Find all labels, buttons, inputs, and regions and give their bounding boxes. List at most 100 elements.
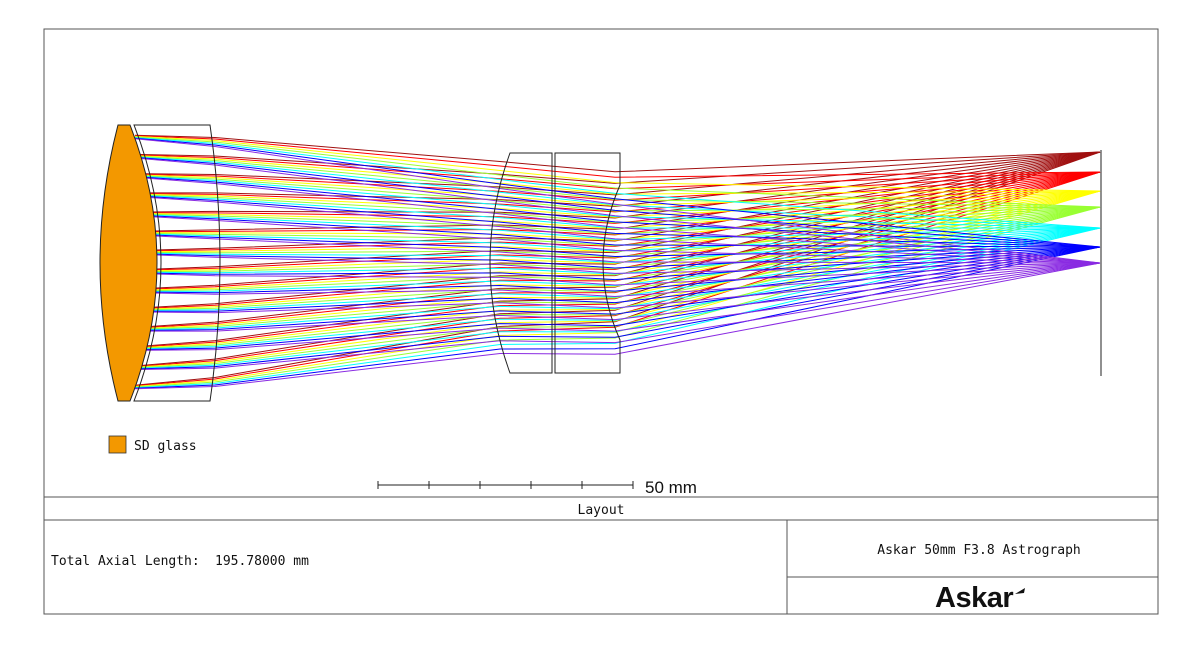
plot-title: Layout bbox=[578, 503, 625, 518]
legend-label: SD glass bbox=[134, 439, 197, 454]
ray bbox=[134, 246, 1101, 370]
ray bbox=[134, 246, 1101, 332]
ray bbox=[134, 227, 1101, 264]
fourth-lens-element bbox=[554, 152, 621, 374]
ray bbox=[134, 171, 1101, 213]
ray-traces bbox=[134, 134, 1101, 390]
legend-swatch bbox=[108, 435, 127, 454]
sd-glass-lens bbox=[99, 124, 158, 402]
ray bbox=[134, 134, 1101, 173]
ray bbox=[134, 246, 1101, 389]
scale-bar bbox=[377, 481, 634, 489]
ray bbox=[134, 135, 1101, 178]
ray bbox=[134, 194, 1101, 224]
ray bbox=[134, 151, 1101, 232]
ray bbox=[134, 156, 1101, 229]
ray bbox=[134, 262, 1101, 286]
ray bbox=[134, 246, 1101, 281]
ray bbox=[134, 151, 1101, 309]
ray bbox=[134, 151, 1101, 184]
system-name: Askar 50mm F3.8 Astrograph bbox=[877, 543, 1081, 558]
ray bbox=[134, 176, 1101, 248]
ray bbox=[134, 171, 1101, 329]
ray bbox=[134, 195, 1101, 264]
ray bbox=[134, 227, 1101, 369]
ray bbox=[134, 262, 1101, 390]
ray bbox=[134, 262, 1101, 351]
ray bbox=[134, 171, 1101, 310]
ray bbox=[134, 262, 1101, 314]
ray bbox=[134, 155, 1101, 208]
ray bbox=[134, 227, 1101, 389]
ray bbox=[134, 206, 1101, 235]
ray bbox=[134, 246, 1101, 351]
ray bbox=[134, 136, 1101, 208]
ray bbox=[134, 206, 1101, 273]
ray bbox=[134, 151, 1101, 207]
ray bbox=[134, 227, 1101, 331]
axial-length-value: 195.78000 mm bbox=[215, 554, 309, 569]
askar-logo: Askar bbox=[935, 582, 1025, 614]
ray bbox=[134, 151, 1101, 367]
ray bbox=[134, 171, 1101, 271]
ray bbox=[134, 151, 1101, 290]
logo-mark bbox=[1015, 588, 1025, 594]
ray bbox=[134, 151, 1101, 252]
ray bbox=[134, 137, 1101, 229]
ray bbox=[134, 174, 1101, 207]
ray bbox=[134, 227, 1101, 275]
ray bbox=[134, 151, 1101, 348]
ray bbox=[134, 234, 1101, 264]
ray bbox=[134, 155, 1101, 195]
ray bbox=[134, 156, 1101, 248]
ray bbox=[134, 253, 1101, 274]
ray bbox=[134, 206, 1101, 350]
ray bbox=[134, 171, 1101, 201]
ray bbox=[134, 206, 1101, 258]
logo-text: Askar bbox=[935, 582, 1013, 614]
ray bbox=[134, 194, 1101, 229]
ray bbox=[134, 206, 1101, 247]
ray bbox=[134, 174, 1101, 212]
ray bbox=[134, 138, 1101, 264]
ray bbox=[134, 171, 1101, 236]
ray bbox=[134, 206, 1101, 311]
ray bbox=[134, 262, 1101, 298]
ray bbox=[134, 171, 1101, 291]
ray bbox=[134, 227, 1101, 312]
ray bbox=[134, 262, 1101, 332]
ray bbox=[134, 246, 1101, 269]
ray bbox=[134, 151, 1101, 219]
ray bbox=[134, 151, 1101, 329]
third-lens-element bbox=[489, 152, 553, 374]
ray bbox=[134, 227, 1101, 292]
ray bbox=[134, 246, 1101, 294]
ray bbox=[134, 171, 1101, 252]
ray bbox=[134, 206, 1101, 330]
ray bbox=[134, 215, 1101, 264]
ray bbox=[134, 246, 1101, 312]
ray bbox=[134, 171, 1101, 387]
ray bbox=[134, 206, 1101, 369]
ray bbox=[134, 171, 1101, 224]
ray bbox=[134, 135, 1101, 192]
ray bbox=[134, 151, 1101, 386]
ray bbox=[134, 195, 1101, 248]
ray bbox=[134, 154, 1101, 190]
axial-length-label: Total Axial Length: bbox=[51, 554, 200, 569]
ray bbox=[134, 227, 1101, 252]
ray bbox=[134, 227, 1101, 350]
ray bbox=[134, 214, 1101, 248]
ray bbox=[134, 190, 1101, 218]
ray bbox=[134, 175, 1101, 229]
ray bbox=[134, 157, 1101, 264]
ray bbox=[134, 151, 1101, 271]
ray bbox=[134, 190, 1101, 230]
ray bbox=[134, 171, 1101, 348]
ray bbox=[134, 206, 1101, 292]
ray bbox=[134, 171, 1101, 368]
ray bbox=[134, 176, 1101, 264]
scale-bar-label: 50 mm bbox=[645, 478, 697, 497]
ray bbox=[134, 233, 1101, 257]
second-lens-element bbox=[133, 124, 221, 402]
